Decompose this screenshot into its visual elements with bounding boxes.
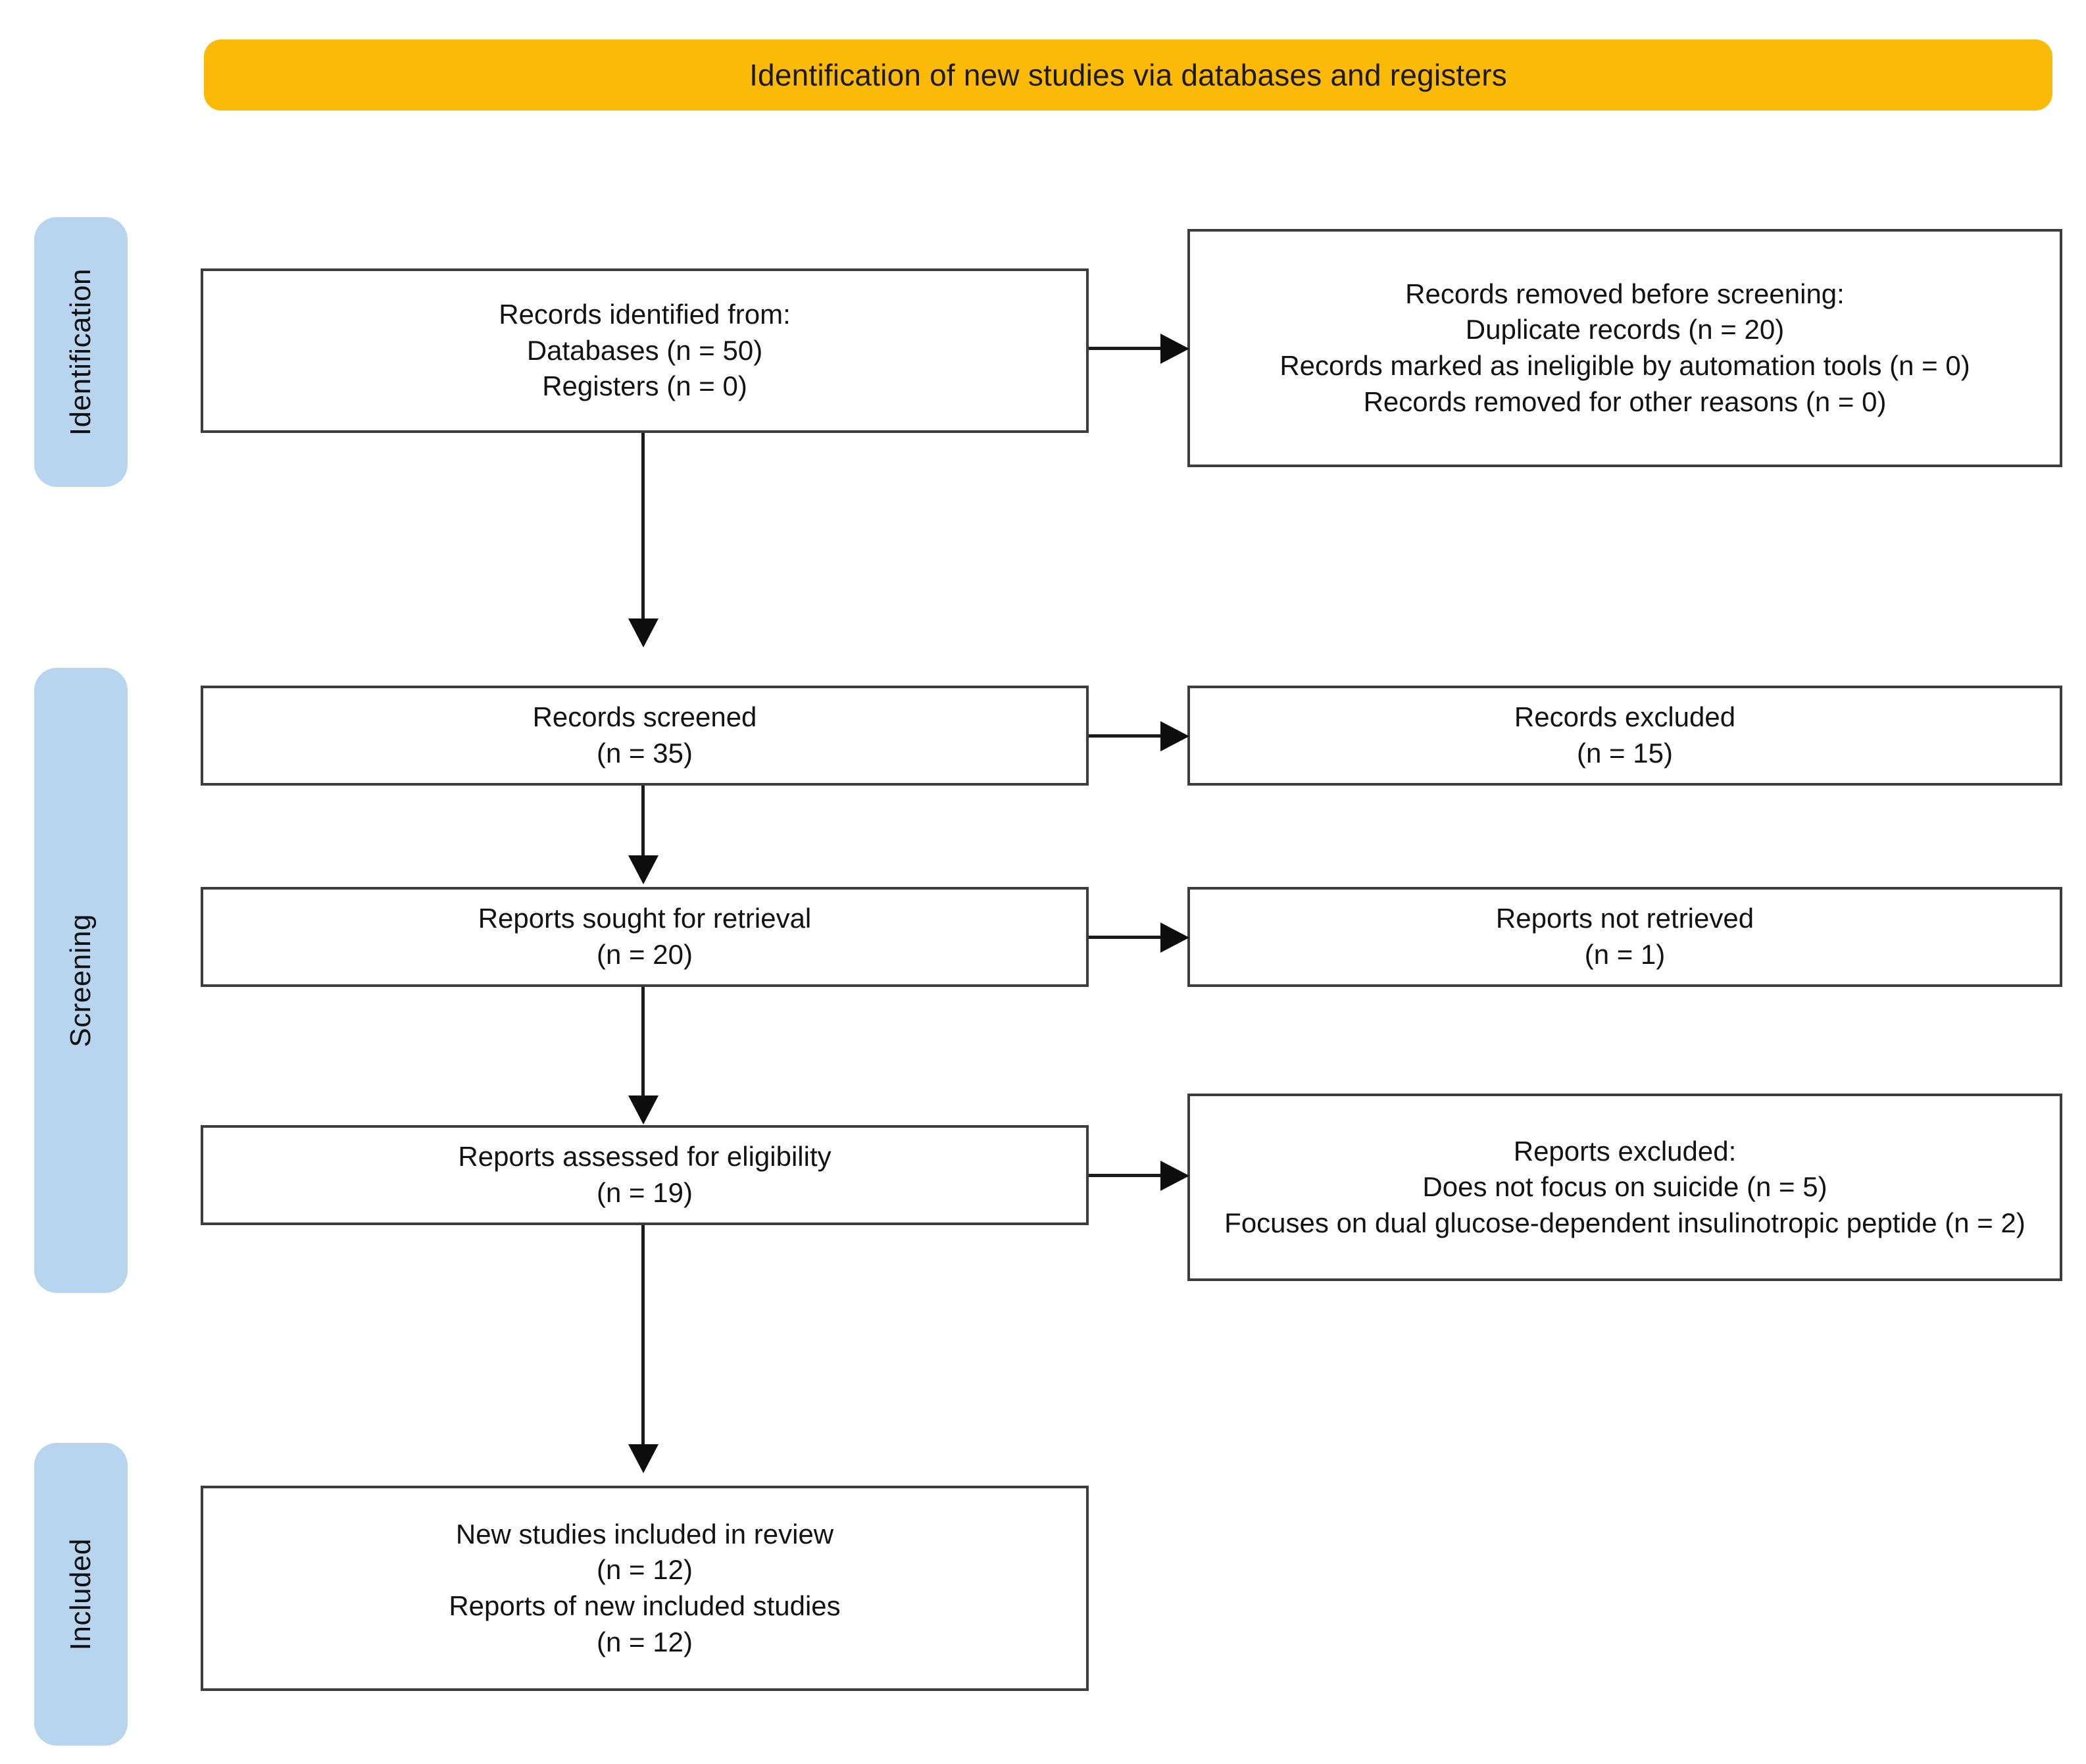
reports-excluded-line-1: Reports excluded: (1513, 1135, 1737, 1167)
connector-assessed-to-included-line (641, 1225, 645, 1455)
reports-not-retrieved-line-1: Reports not retrieved (1495, 903, 1754, 934)
reports-assessed-line-2: (n = 19) (597, 1177, 693, 1208)
reports-not-retrieved-line-2: (n = 1) (1584, 939, 1666, 970)
connector-identified-to-screened-arrow (628, 618, 658, 647)
connector-sought-to-assessed-line (641, 987, 645, 1112)
new-studies-included-line-1: New studies included in review (455, 1518, 834, 1550)
box-records-screened: Records screened (n = 35) (201, 686, 1089, 786)
reports-excluded-line-2: Does not focus on suicide (n = 5) (1422, 1171, 1827, 1203)
connector-sought-to-not-retrieved-line (1089, 936, 1165, 939)
box-reports-excluded: Reports excluded: Does not focus on suic… (1187, 1094, 2062, 1281)
connector-sought-to-assessed-arrow (628, 1096, 658, 1124)
box-reports-not-retrieved: Reports not retrieved (n = 1) (1187, 887, 2062, 987)
records-removed-line-2: Duplicate records (n = 20) (1465, 314, 1785, 345)
records-screened-line-1: Records screened (532, 701, 757, 733)
connector-identified-to-screened-line (641, 433, 645, 630)
connector-screened-to-sought-arrow (628, 855, 658, 884)
stage-label-identification: Identification (64, 268, 97, 436)
records-excluded-line-1: Records excluded (1514, 701, 1736, 733)
reports-excluded-line-3: Focuses on dual glucose-dependent insuli… (1224, 1207, 2025, 1238)
new-studies-included-line-2: (n = 12) (597, 1554, 693, 1586)
diagram-header-banner: Identification of new studies via databa… (204, 39, 2052, 111)
box-new-studies-included: New studies included in review (n = 12) … (201, 1486, 1089, 1691)
new-studies-included-line-3: Reports of new included studies (449, 1590, 841, 1621)
box-reports-assessed-for-eligibility: Reports assessed for eligibility (n = 19… (201, 1125, 1089, 1225)
reports-sought-line-1: Reports sought for retrieval (478, 903, 812, 934)
records-identified-line-2: Databases (n = 50) (526, 334, 763, 366)
connector-assessed-to-included-arrow (628, 1444, 658, 1473)
records-excluded-line-2: (n = 15) (1577, 738, 1673, 769)
diagram-title: Identification of new studies via databa… (749, 58, 1507, 92)
connector-assessed-to-excluded-arrow (1160, 1161, 1189, 1191)
reports-assessed-line-1: Reports assessed for eligibility (458, 1141, 832, 1172)
connector-identified-to-removed-line (1089, 347, 1165, 350)
stage-pill-identification: Identification (34, 217, 128, 487)
reports-sought-line-2: (n = 20) (597, 939, 693, 970)
box-records-excluded: Records excluded (n = 15) (1187, 686, 2062, 786)
box-records-identified: Records identified from: Databases (n = … (201, 268, 1089, 433)
stage-pill-screening: Screening (34, 668, 128, 1293)
records-identified-line-1: Records identified from: (499, 299, 791, 330)
records-removed-line-3: Records marked as ineligible by automati… (1279, 350, 1970, 381)
stage-label-included: Included (64, 1538, 97, 1651)
connector-screened-to-sought-line (641, 786, 645, 871)
records-screened-line-2: (n = 35) (597, 738, 693, 769)
box-records-removed-before-screening: Records removed before screening: Duplic… (1187, 229, 2062, 467)
stage-pill-included: Included (34, 1443, 128, 1746)
connector-screened-to-excluded-arrow (1160, 721, 1189, 751)
connector-identified-to-removed-arrow (1160, 334, 1189, 364)
box-reports-sought-for-retrieval: Reports sought for retrieval (n = 20) (201, 887, 1089, 987)
connector-sought-to-not-retrieved-arrow (1160, 922, 1189, 953)
connector-screened-to-excluded-line (1089, 734, 1165, 738)
stage-label-screening: Screening (64, 913, 97, 1047)
records-removed-line-1: Records removed before screening: (1405, 278, 1845, 309)
records-identified-line-3: Registers (n = 0) (542, 370, 747, 402)
connector-assessed-to-excluded-line (1089, 1174, 1165, 1177)
new-studies-included-line-4: (n = 12) (597, 1626, 693, 1657)
records-removed-line-4: Records removed for other reasons (n = 0… (1363, 386, 1887, 417)
